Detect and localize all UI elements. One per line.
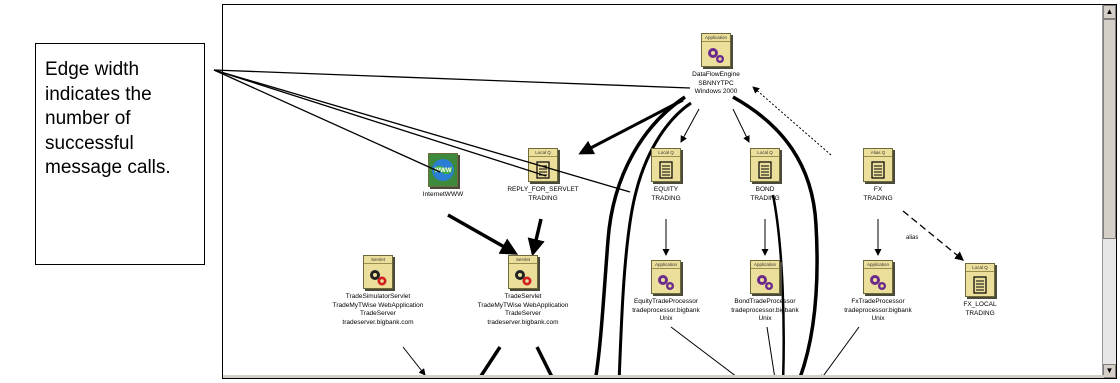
- scroll-thumb[interactable]: [1103, 19, 1116, 239]
- edge-big-mid: [617, 101, 692, 378]
- gears-icon: [708, 48, 724, 63]
- application-tile: Application: [863, 260, 893, 294]
- scroll-up-button[interactable]: ▲: [1103, 5, 1116, 19]
- tile-tag: Local Q: [751, 149, 779, 157]
- edge-equity-down: [670, 326, 740, 378]
- edge-trade-down-left: [477, 346, 502, 378]
- queue-icon: [758, 161, 772, 179]
- servlet-gears-icon: [370, 270, 387, 286]
- edge-fx-fxlocal: [902, 210, 965, 261]
- tile-tag: Application: [864, 261, 892, 269]
- edge-engine-equity: [680, 108, 700, 143]
- edge-big-right: [732, 95, 819, 378]
- tile-tag: Alias Q: [864, 149, 892, 157]
- tile-tag: Application: [751, 261, 779, 269]
- servlet-tile: Servlet: [363, 255, 393, 289]
- gears-icon: [870, 275, 886, 290]
- edges-layer: [402, 86, 965, 378]
- application-tile: Application: [750, 260, 780, 294]
- tile-tag: Local Q: [652, 149, 680, 157]
- vertical-scrollbar[interactable]: ▲ ▼: [1102, 5, 1116, 378]
- gears-icon: [757, 275, 773, 290]
- edge-reply-servlet: [527, 218, 545, 257]
- edge-sim-down: [402, 346, 426, 376]
- application-tile: Application: [651, 260, 681, 294]
- tile-tag: Servlet: [509, 256, 537, 264]
- queue-icon: [973, 276, 987, 294]
- edge-www-servlet: [447, 213, 519, 255]
- application-tile: Application: [701, 33, 731, 67]
- edge-engine-bond: [732, 108, 750, 143]
- callout-box: Edge width indicates the number of succe…: [35, 43, 205, 265]
- edge-trade-down-right: [535, 346, 555, 378]
- www-tile: WWW: [428, 153, 458, 187]
- queue-tile: Local Q: [965, 263, 995, 297]
- servlet-gears-icon: [515, 270, 532, 286]
- tile-tag: Servlet: [364, 256, 392, 264]
- tile-tag: Application: [652, 261, 680, 269]
- svg-text:WWW: WWW: [435, 168, 452, 174]
- tile-tag: Application: [702, 34, 730, 42]
- globe-icon: WWW: [432, 159, 454, 181]
- tile-tag: Local Q: [529, 149, 557, 157]
- edge-bond-down: [766, 326, 777, 378]
- edge-label-alias: alias: [906, 235, 919, 241]
- queue-icon: [536, 161, 550, 179]
- horizontal-scrollbar[interactable]: [223, 375, 1104, 378]
- queue-tile: Local Q: [528, 148, 558, 182]
- edge-fx-down: [820, 326, 860, 378]
- edge-fx-engine: [752, 86, 832, 156]
- tile-tag: Local Q: [966, 264, 994, 272]
- scroll-down-button[interactable]: ▼: [1103, 364, 1116, 378]
- gears-icon: [658, 275, 674, 290]
- edge-big-mid2: [771, 194, 785, 378]
- queue-tile: Local Q: [651, 148, 681, 182]
- callout-text: Edge width indicates the number of succe…: [45, 59, 171, 179]
- queue-icon: [659, 161, 673, 179]
- queue-tile: Local Q: [750, 148, 780, 182]
- queue-icon: [871, 161, 885, 179]
- queue-tile: Alias Q: [863, 148, 893, 182]
- edge-big-left: [593, 95, 686, 378]
- node-label: InternetWWW: [422, 191, 464, 198]
- servlet-tile: Servlet: [508, 255, 538, 289]
